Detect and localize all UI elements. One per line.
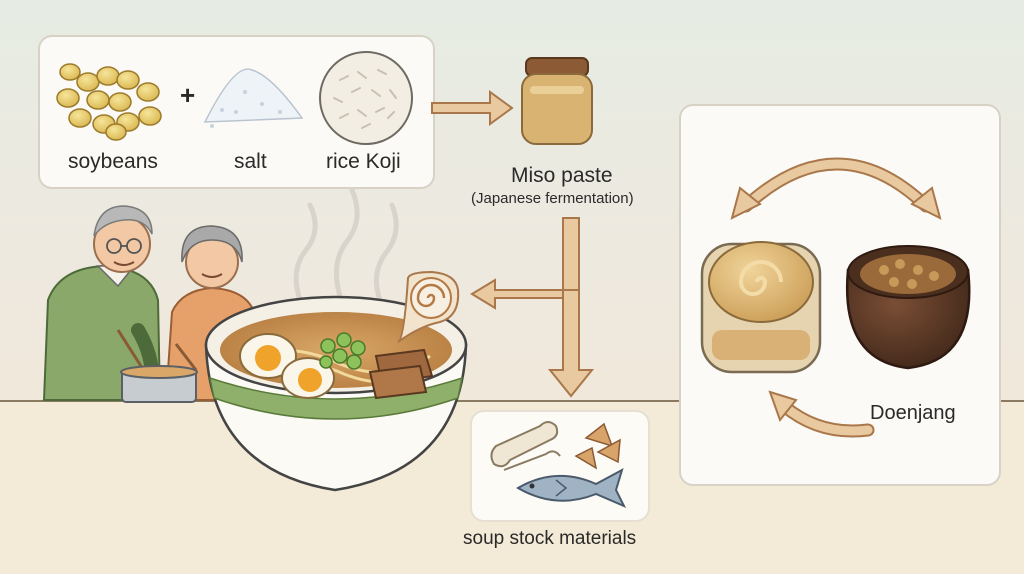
elderly-man-icon bbox=[42, 205, 162, 401]
doenjang-pot-icon bbox=[845, 245, 971, 370]
soup-stock-label: soup stock materials bbox=[463, 528, 637, 549]
cycle-arrow-top-icon bbox=[730, 157, 942, 220]
soybeans-icon bbox=[56, 63, 162, 141]
miso-flow-arrow-icon bbox=[470, 217, 595, 398]
salt-label: salt bbox=[234, 150, 267, 173]
miso-jar-large-icon bbox=[700, 241, 822, 374]
doenjang-label: Doenjang bbox=[870, 402, 956, 424]
cooking-pot-icon bbox=[120, 365, 198, 403]
bone-icon bbox=[490, 421, 561, 471]
fish-icon bbox=[516, 467, 627, 508]
miso-jar-icon bbox=[521, 57, 593, 145]
arrow-to-miso-icon bbox=[431, 90, 514, 126]
soybeans-label: soybeans bbox=[68, 150, 158, 173]
miso-title: Miso paste bbox=[511, 164, 613, 187]
rice-koji-label: rice Koji bbox=[326, 150, 401, 173]
ramen-bowl-icon bbox=[204, 295, 468, 492]
miso-subtitle: (Japanese fermentation) bbox=[471, 190, 634, 207]
naruto-bubble-icon bbox=[397, 270, 460, 343]
salt-icon bbox=[203, 68, 304, 128]
cycle-arrow-bottom-icon bbox=[768, 390, 875, 438]
steam-icon bbox=[293, 187, 399, 303]
plus-sign: + bbox=[180, 80, 196, 110]
rice-koji-icon bbox=[319, 51, 413, 145]
dried-flakes-icon bbox=[574, 422, 621, 470]
